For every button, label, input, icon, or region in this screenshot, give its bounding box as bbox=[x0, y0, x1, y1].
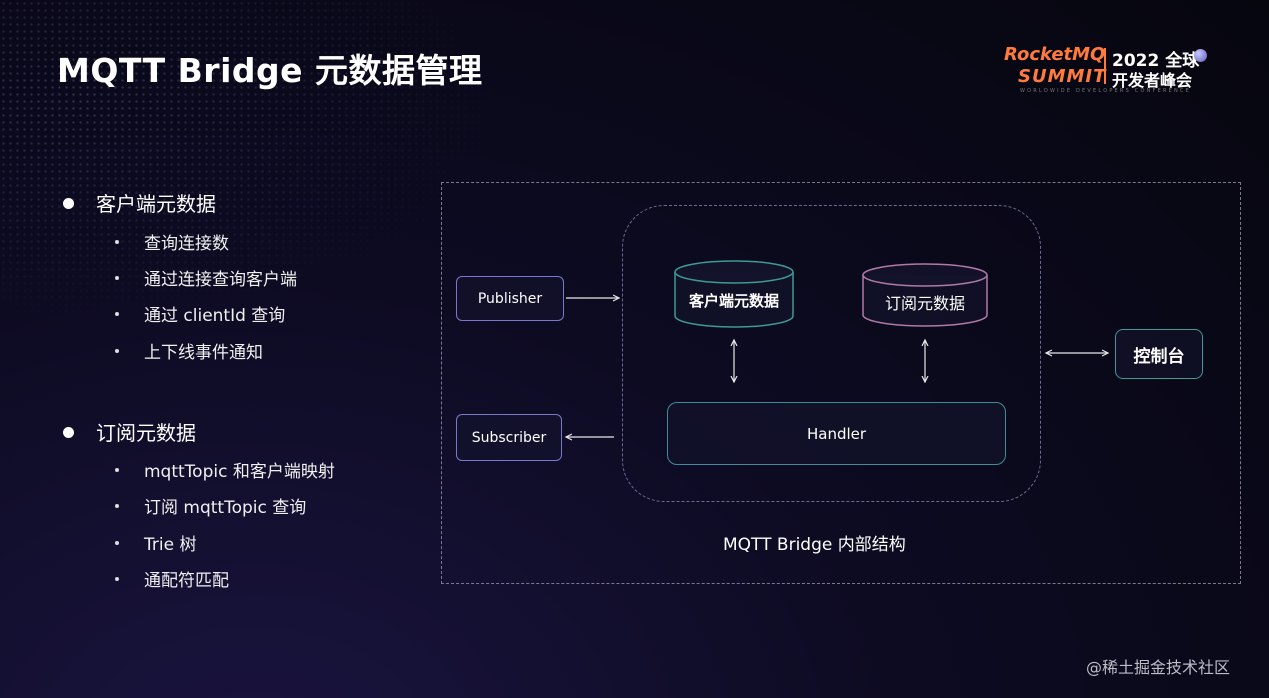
event-logo: RocketMQ SUMMIT 2022 全球 开发者峰会 WORLDWIDE … bbox=[1004, 44, 1214, 96]
list-item: 查询连接数 bbox=[115, 229, 229, 254]
bullet-icon bbox=[115, 349, 119, 353]
section-heading-client-metadata: 客户端元数据 bbox=[63, 188, 216, 217]
list-item: 上下线事件通知 bbox=[115, 338, 263, 363]
dot-pattern-decoration bbox=[0, 0, 520, 330]
watermark: @稀土掘金技术社区 bbox=[1086, 658, 1231, 677]
list-item-text: Trie 树 bbox=[144, 535, 197, 555]
list-item: 订阅 mqttTopic 查询 bbox=[115, 493, 306, 518]
handler-node: Handler bbox=[667, 402, 1006, 465]
bullet-icon bbox=[115, 312, 119, 316]
list-item: mqttTopic 和客户端映射 bbox=[115, 457, 335, 482]
bullet-icon bbox=[115, 577, 119, 581]
console-node: 控制台 bbox=[1115, 329, 1203, 379]
section-heading-subscription-metadata: 订阅元数据 bbox=[63, 417, 196, 446]
bullet-icon bbox=[115, 504, 119, 508]
logo-event: SUMMIT bbox=[1018, 66, 1107, 87]
list-item: 通过连接查询客户端 bbox=[115, 265, 297, 290]
planet-icon bbox=[1194, 49, 1207, 62]
logo-brand: RocketMQ bbox=[1004, 44, 1106, 65]
logo-conference: 开发者峰会 bbox=[1112, 71, 1193, 90]
logo-divider bbox=[1104, 48, 1106, 84]
logo-year: 2022 全球 bbox=[1112, 51, 1200, 71]
client-metadata-label: 客户端元数据 bbox=[688, 292, 779, 310]
list-item-text: 上下线事件通知 bbox=[144, 343, 263, 363]
bullet-icon bbox=[115, 468, 119, 472]
list-item-text: 通配符匹配 bbox=[144, 571, 229, 591]
list-item-text: mqttTopic 和客户端映射 bbox=[144, 462, 335, 482]
section-heading-text: 订阅元数据 bbox=[96, 421, 196, 445]
logo-tagline: WORLDWIDE DEVELOPERS CONFERENCE bbox=[1020, 88, 1191, 94]
subscriber-node: Subscriber bbox=[456, 414, 562, 461]
list-item-text: 通过连接查询客户端 bbox=[144, 270, 297, 290]
bullet-dot-icon bbox=[63, 427, 74, 438]
subscription-metadata-label: 订阅元数据 bbox=[884, 294, 965, 313]
bullet-dot-icon bbox=[63, 198, 74, 209]
bullet-icon bbox=[115, 276, 119, 280]
bullet-icon bbox=[115, 240, 119, 244]
list-item-text: 通过 clientId 查询 bbox=[144, 306, 286, 326]
slide-title: MQTT Bridge 元数据管理 bbox=[57, 51, 483, 90]
list-item: 通配符匹配 bbox=[115, 566, 229, 591]
list-item: 通过 clientId 查询 bbox=[115, 301, 285, 326]
bullet-icon bbox=[115, 541, 119, 545]
list-item-text: 查询连接数 bbox=[144, 234, 229, 254]
list-item: Trie 树 bbox=[115, 530, 196, 555]
mqtt-bridge-boundary bbox=[622, 205, 1041, 502]
diagram-caption: MQTT Bridge 内部结构 bbox=[723, 535, 906, 555]
section-heading-text: 客户端元数据 bbox=[96, 192, 216, 216]
list-item-text: 订阅 mqttTopic 查询 bbox=[144, 498, 307, 518]
diagram-frame bbox=[441, 182, 1241, 584]
publisher-node: Publisher bbox=[456, 276, 564, 321]
